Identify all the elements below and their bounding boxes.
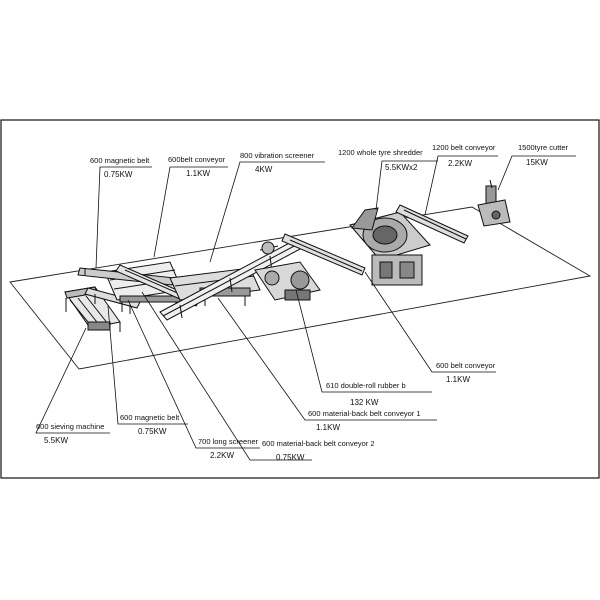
label-belt-conveyor-right: 600 belt conveyor [436,361,496,370]
belt-conveyor-1200-drawing [395,204,469,244]
label-magnetic-belt-bottom: 600 magnetic belt [120,413,180,422]
label-material-back-1-kw: 1.1KW [316,423,340,432]
label-sieving-machine-kw: 5.5KW [44,436,68,445]
label-belt-conveyor-600: 600belt conveyor [168,155,226,164]
label-magnetic-belt-bottom-kw: 0.75KW [138,427,167,436]
label-material-back-1: 600 material-back belt conveyor 1 [308,409,421,418]
label-vibration-screener: 800 vibration screener [240,151,315,160]
label-tyre-shredder-kw: 5.5KWx2 [385,163,418,172]
tyre-shredder-drawing [349,207,431,286]
diagram-border [0,119,600,479]
label-long-screener-kw: 2.2KW [210,451,234,460]
label-sieving-machine: 600 sieving machine [36,422,104,431]
ground-plane [9,206,592,370]
label-belt-conveyor-right-kw: 1.1KW [446,375,470,384]
label-material-back-2-kw: 0.75KW [276,453,305,462]
belt-conveyor-right-drawing [281,233,366,276]
label-long-screener: 700 long screener [198,437,259,446]
label-belt-conveyor-1200-kw: 2.2KW [448,159,472,168]
label-tyre-cutter: 1500tyre cutter [518,143,569,152]
label-double-roll: 610 double-roll rubber b [326,381,406,390]
label-double-roll-kw: 132 KW [350,398,379,407]
label-magnetic-belt-top: 600 magnetic belt [90,156,150,165]
labels: 600 magnetic belt 0.75KW 600belt conveyo… [36,143,569,462]
label-belt-conveyor-1200: 1200 belt conveyor [432,143,496,152]
label-tyre-cutter-kw: 15KW [526,158,548,167]
machinery [64,179,511,332]
label-material-back-2: 600 material-back belt conveyor 2 [262,439,375,448]
label-belt-conveyor-600-kw: 1.1KW [186,169,210,178]
label-vibration-screener-kw: 4KW [255,165,273,174]
label-tyre-shredder: 1200 whole tyre shredder [338,148,423,157]
label-magnetic-belt-top-kw: 0.75KW [104,170,133,179]
tyre-cutter-drawing [477,179,511,227]
callout-lines [35,155,576,461]
